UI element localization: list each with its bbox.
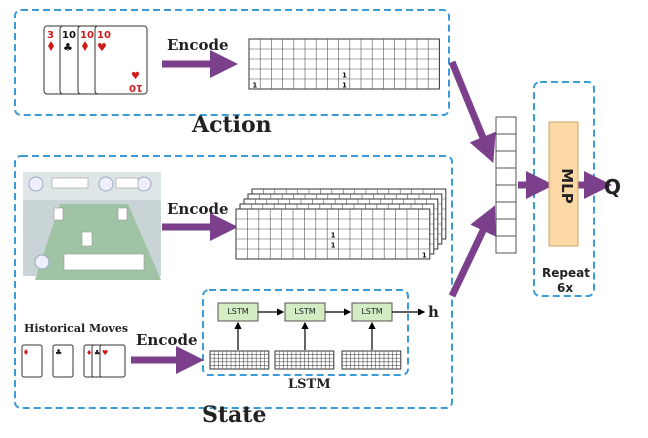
state-matrix-stack: 1 1 1 [235, 188, 447, 260]
state-label: State [202, 402, 267, 428]
action-matrix-grid: 1 1 1 [248, 38, 440, 90]
repeat-count-label: 6x [557, 281, 574, 295]
matrix-one: 1 [331, 232, 336, 240]
vector-cell [495, 235, 517, 254]
card-2-rank: 10 [62, 30, 76, 41]
lstm-cell-2-label: LSTM [294, 307, 316, 316]
arrow-action-to-vector [448, 60, 496, 163]
vector-cell [495, 218, 517, 237]
card-4-rank: 10 [97, 30, 111, 41]
vector-cell [495, 116, 517, 135]
history-matrix [341, 350, 402, 370]
card-3-rank: 10 [80, 30, 94, 41]
card-2-club-icon: ♣ [63, 41, 73, 54]
matrix-one: 1 [342, 72, 347, 80]
q-output-label: Q [604, 175, 622, 199]
history-matrices [209, 350, 402, 370]
concat-vector [495, 116, 517, 254]
club-icon: ♣ [55, 348, 62, 357]
history-cards: ♣ ♦ ♣ ♥ [21, 344, 126, 378]
history-matrix [274, 350, 335, 370]
vector-cell [495, 167, 517, 186]
card-1-diamond-icon [48, 41, 54, 51]
arrow-state-to-vector [448, 205, 496, 298]
player-avatar-icon [136, 176, 152, 192]
encode-state-label: Encode [167, 200, 229, 218]
action-group-box [14, 9, 450, 116]
matrix-one: 1 [331, 242, 336, 250]
player-avatar-icon [28, 176, 44, 192]
state-matrix-layer: 1 1 1 [235, 208, 431, 260]
lstm-cell-3-label: LSTM [361, 307, 383, 316]
player-avatar-icon [98, 176, 114, 192]
game-screenshot [23, 172, 161, 280]
heart-icon: ♥ [102, 349, 108, 357]
club-icon: ♣ [94, 349, 100, 357]
historical-moves-label: Historical Moves [24, 322, 129, 335]
matrix-one: 1 [252, 82, 257, 90]
card-4-corner-rank: 10 [129, 82, 143, 93]
repeat-label: Repeat [542, 266, 590, 280]
h-output-label: h [428, 303, 439, 321]
action-cards: 3 10 ♣ 10 10 ♥ ♥ 10 [43, 25, 148, 95]
card-3-diamond-icon [82, 41, 88, 51]
history-matrix [209, 350, 270, 370]
mlp-block [548, 121, 579, 247]
card-1-rank: 3 [47, 30, 54, 41]
vector-cell [495, 201, 517, 220]
vector-cell [495, 150, 517, 169]
vector-cell [495, 133, 517, 152]
action-matrix: 1 1 1 [248, 38, 440, 90]
state-group-box [14, 155, 453, 409]
matrix-one: 1 [342, 82, 347, 90]
lstm-cell-1-label: LSTM [227, 307, 249, 316]
vector-cell [495, 184, 517, 203]
card-4-heart-icon: ♥ [97, 41, 107, 54]
mlp-label: MLP [558, 168, 576, 204]
encode-action-label: Encode [167, 36, 229, 54]
lstm-caption: LSTM [288, 377, 331, 392]
card-4 [94, 25, 148, 95]
diamond-icon: ♦ [86, 349, 92, 357]
card-4-heart-corner-icon: ♥ [131, 71, 140, 82]
player-avatar-icon [34, 254, 50, 270]
diamond-icon [24, 349, 28, 355]
action-label: Action [192, 112, 272, 138]
lstm-group-box [202, 289, 409, 376]
matrix-one: 1 [422, 252, 427, 260]
encode-history-label: Encode [136, 331, 198, 349]
